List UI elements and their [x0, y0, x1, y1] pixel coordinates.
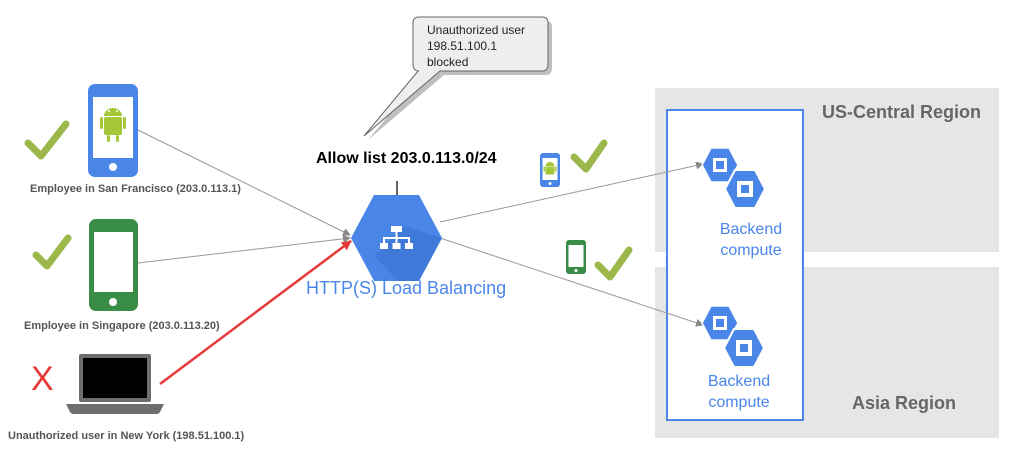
compute-engine-icon — [701, 305, 739, 341]
allowlist-label: Allow list 203.0.113.0/24 — [316, 150, 497, 167]
asia-backend-compute-label: Backend compute — [688, 371, 790, 413]
load-balancer-icon — [351, 195, 442, 281]
unauthorized-newyork-label: Unauthorized user in New York (198.51.10… — [8, 430, 245, 442]
backend-label-line: compute — [720, 242, 782, 259]
blocked-x-icon: X — [31, 360, 54, 398]
android-phone-icon — [88, 84, 138, 177]
backend-label-line: Backend — [719, 221, 783, 238]
check-icon — [24, 120, 70, 160]
employee-singapore-label: Employee in Singapore (203.0.113.20) — [24, 320, 220, 332]
us-backend-compute-label: Backend compute — [700, 219, 802, 261]
blocked-callout-text: Unauthorized user 198.51.100.1 blocked — [427, 22, 525, 70]
callout-line: Unauthorized user — [427, 23, 526, 37]
lb-to-asia-backend-line — [439, 237, 704, 327]
compute-engine-icon — [701, 147, 739, 183]
small-green-phone-icon — [566, 240, 586, 274]
small-android-phone-icon — [540, 153, 560, 187]
asia-region-label: Asia Region — [852, 393, 957, 413]
backend-label-line: Backend — [707, 373, 771, 390]
check-icon — [570, 139, 608, 173]
check-icon — [594, 246, 633, 281]
load-balancer-label: HTTP(S) Load Balancing — [306, 278, 507, 298]
check-icon — [32, 234, 72, 270]
green-phone-icon — [89, 219, 138, 311]
newyork-to-lb-line — [159, 239, 352, 386]
compute-engine-icon — [722, 328, 766, 368]
compute-engine-icon — [723, 169, 767, 209]
singapore-to-lb-line — [137, 234, 351, 264]
laptop-icon — [66, 354, 164, 414]
us-central-region-label: US-Central Region — [822, 102, 982, 122]
employee-san-francisco-label: Employee in San Francisco (203.0.113.1) — [30, 183, 241, 195]
sf-to-lb-line — [137, 129, 351, 236]
callout-line: blocked — [427, 55, 469, 69]
backend-label-line: compute — [708, 394, 770, 411]
callout-line: 198.51.100.1 — [427, 39, 498, 53]
blocked-callout-bubble — [363, 16, 552, 140]
lb-to-us-backend-line — [439, 161, 704, 223]
